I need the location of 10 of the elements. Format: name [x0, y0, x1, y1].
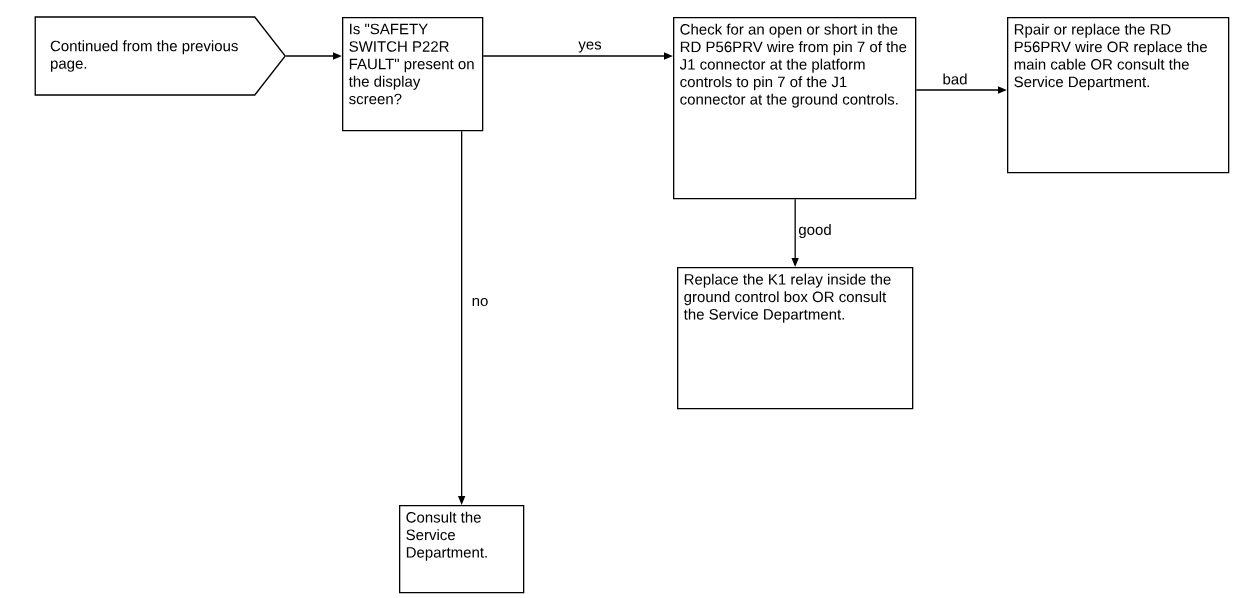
process-box: Replace the K1 relay inside the ground control box OR consult the Service Department.	[677, 267, 914, 410]
process-box: Is "SAFETY SWITCH P22R FAULT" present on the display screen?	[342, 17, 484, 132]
process-box: Consult the Service Department.	[399, 505, 525, 594]
process-box: Rpair or replace the RD P56PRV wire OR replace the main cable OR consult the Service Department.	[1007, 17, 1230, 174]
edge-label: good	[797, 223, 833, 239]
edge-label: no	[470, 296, 490, 308]
start-arrow-box: Continued from the previous page.	[34, 16, 287, 96]
process-box: Check for an open or short in the RD P56PRV wire from pin 7 of the J1 connector at the platform controls to pin 7 of the J1 connector at the ground controls.	[673, 17, 917, 200]
edge-label: bad	[941, 72, 969, 86]
edge-label: yes	[577, 40, 603, 54]
